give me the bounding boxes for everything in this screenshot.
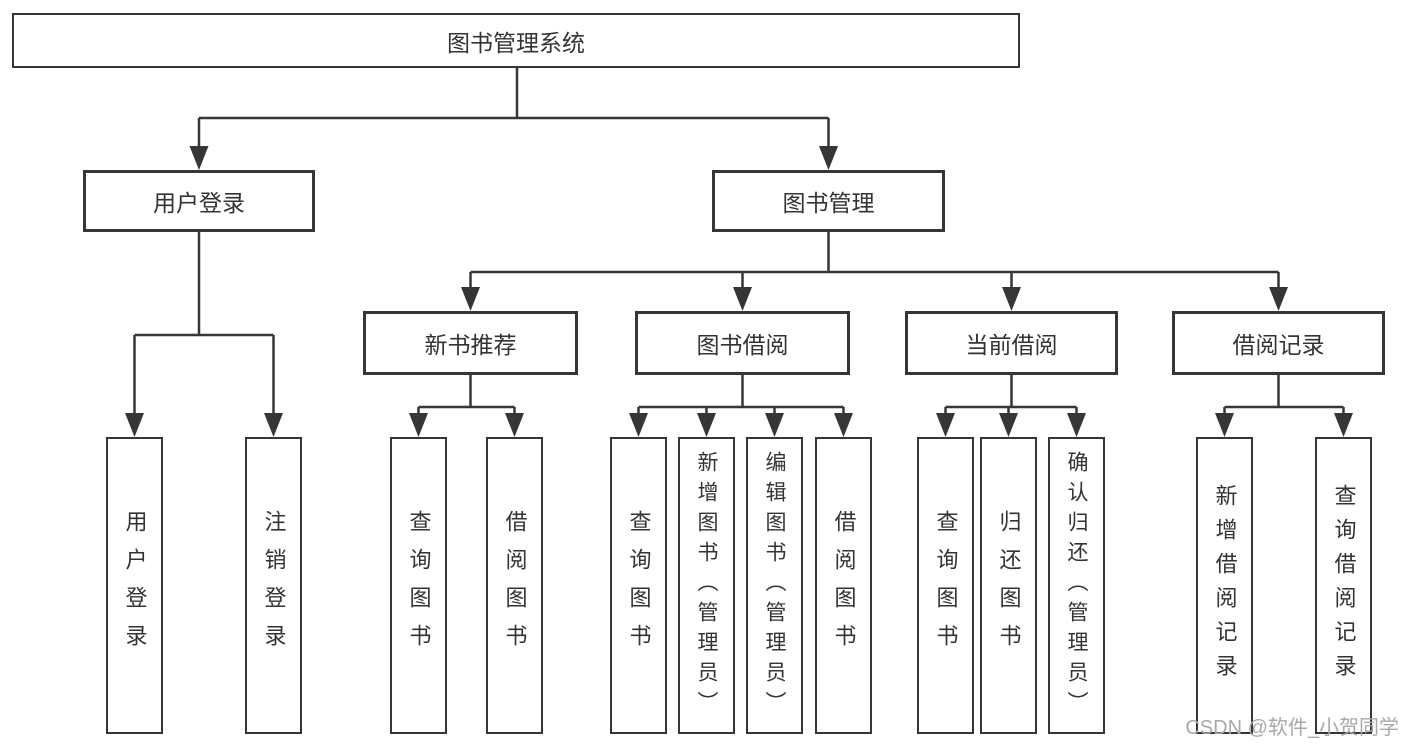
node-leaf-query-books-1: 查询图书 bbox=[390, 437, 447, 734]
node-label: 查询图书 bbox=[626, 509, 652, 662]
node-label: 图书管理 bbox=[782, 190, 875, 216]
node-label: 新增图书（管理员） bbox=[695, 450, 718, 721]
node-label: 查询借阅记录 bbox=[1331, 483, 1357, 688]
node-leaf-logout: 注销登录 bbox=[245, 437, 302, 734]
node-new-book-recommendation: 新书推荐 bbox=[363, 311, 578, 375]
node-label: 用户登录 bbox=[153, 190, 245, 216]
node-book-borrowing: 图书借阅 bbox=[635, 311, 850, 375]
node-leaf-borrow-books-2: 借阅图书 bbox=[815, 437, 872, 734]
node-label: 图书管理系统 bbox=[447, 29, 585, 56]
node-label: 用户登录 bbox=[122, 509, 148, 662]
node-leaf-return-books: 归还图书 bbox=[980, 437, 1037, 734]
node-label: 查询图书 bbox=[406, 509, 432, 662]
node-borrowing-records: 借阅记录 bbox=[1172, 311, 1385, 375]
node-label: 借阅图书 bbox=[502, 509, 528, 662]
node-label: 当前借阅 bbox=[965, 332, 1058, 358]
node-label: 新增借阅记录 bbox=[1212, 483, 1238, 688]
node-leaf-query-borrow-record: 查询借阅记录 bbox=[1315, 437, 1372, 734]
node-label: 图书借阅 bbox=[696, 332, 789, 358]
node-label: 注销登录 bbox=[261, 509, 287, 662]
node-leaf-query-books-3: 查询图书 bbox=[917, 437, 974, 734]
node-user-login: 用户登录 bbox=[83, 170, 315, 232]
node-leaf-add-books-admin: 新增图书（管理员） bbox=[678, 437, 735, 734]
node-leaf-user-login: 用户登录 bbox=[106, 437, 163, 734]
node-book-management: 图书管理 bbox=[712, 170, 945, 232]
node-leaf-borrow-books-1: 借阅图书 bbox=[486, 437, 543, 734]
node-leaf-edit-books-admin: 编辑图书（管理员） bbox=[746, 437, 803, 734]
node-label: 确认归还（管理员） bbox=[1065, 450, 1088, 721]
node-leaf-confirm-return-admin: 确认归还（管理员） bbox=[1048, 437, 1105, 734]
node-label: 借阅记录 bbox=[1232, 332, 1325, 358]
node-leaf-query-books-2: 查询图书 bbox=[610, 437, 667, 734]
node-library-management-system: 图书管理系统 bbox=[12, 13, 1020, 68]
node-label: 新书推荐 bbox=[424, 332, 517, 358]
node-current-borrowing: 当前借阅 bbox=[905, 311, 1118, 375]
node-label: 归还图书 bbox=[996, 509, 1022, 662]
csdn-watermark: CSDN @软件_小贺同学 bbox=[1185, 717, 1399, 739]
node-label: 查询图书 bbox=[933, 509, 959, 662]
node-leaf-add-borrow-record: 新增借阅记录 bbox=[1196, 437, 1253, 734]
node-label: 编辑图书（管理员） bbox=[763, 450, 786, 721]
node-label: 借阅图书 bbox=[831, 509, 857, 662]
